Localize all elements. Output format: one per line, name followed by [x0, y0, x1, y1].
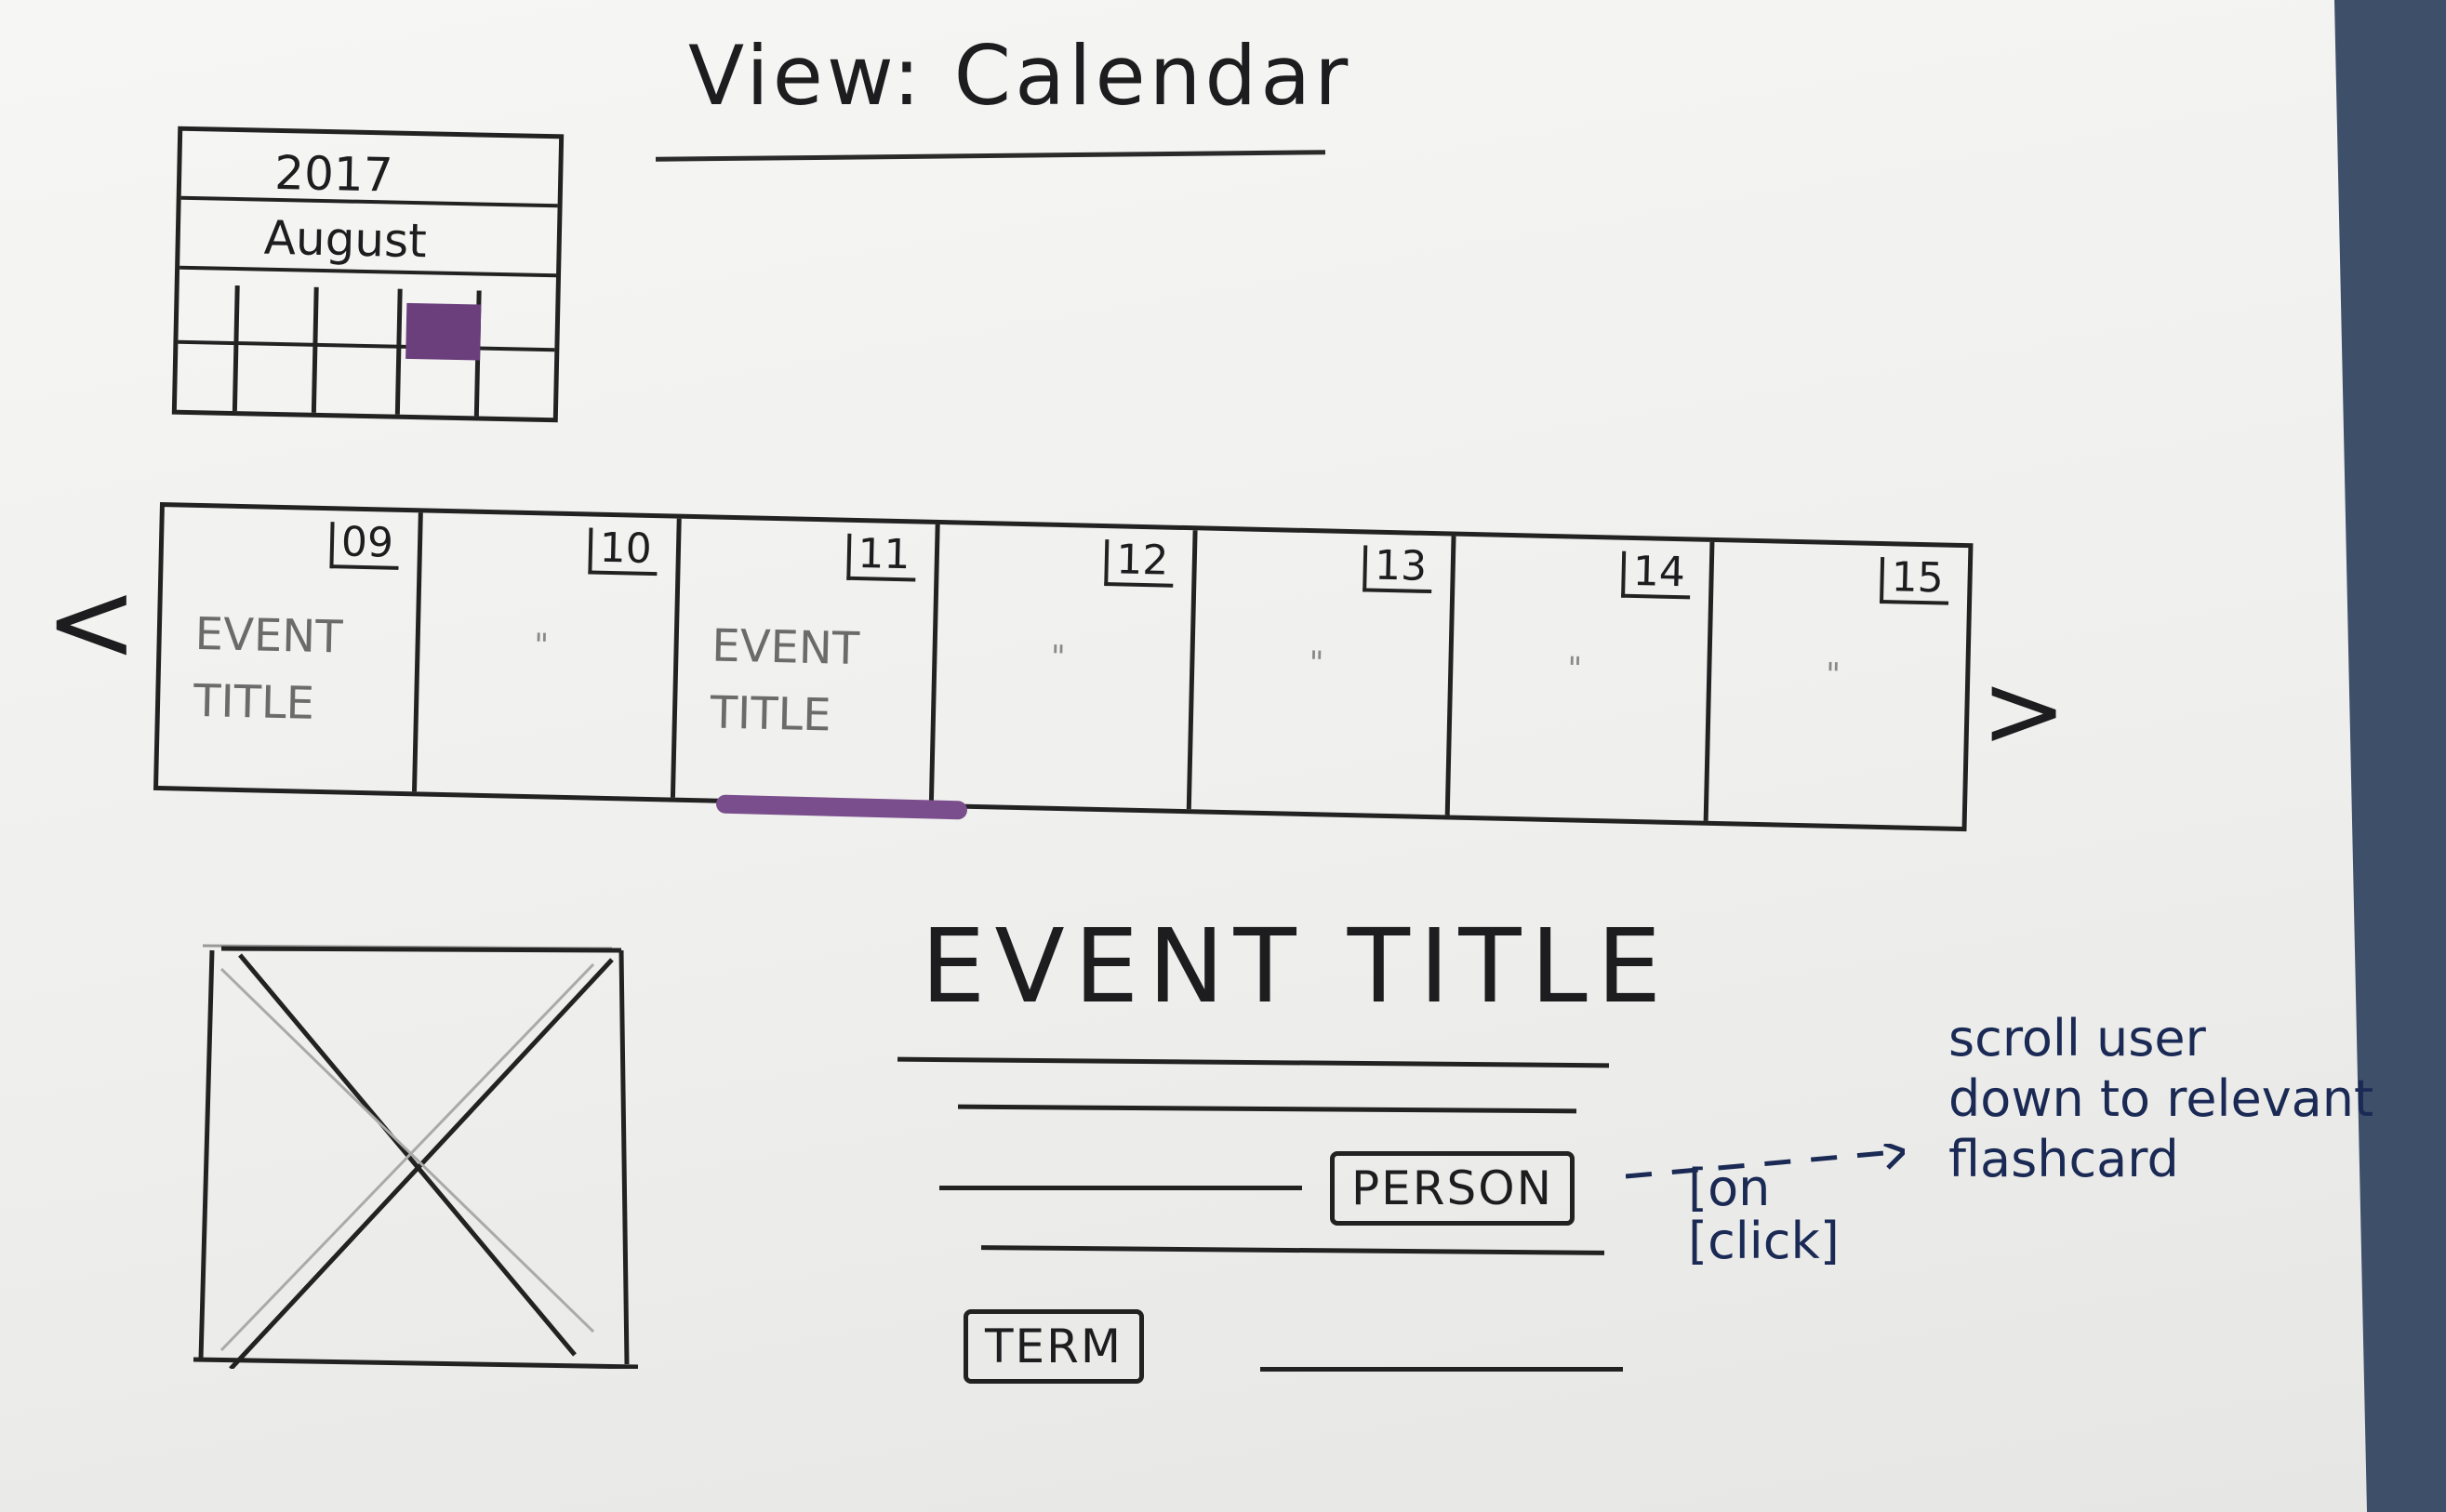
- term-tag-button[interactable]: TERM: [964, 1309, 1145, 1384]
- divider: [179, 265, 557, 278]
- person-tag-button[interactable]: PERSON: [1330, 1151, 1575, 1226]
- day-cell-15[interactable]: 15 ": [1708, 542, 1969, 827]
- day-cell-10[interactable]: 10 ": [416, 512, 682, 798]
- day-cell-11[interactable]: 11 EVENT TITLE: [674, 518, 940, 803]
- prev-week-arrow-icon[interactable]: <: [45, 558, 139, 687]
- week-strip: 09 EVENT TITLE 10 " 11 EVENT TITLE 12 " …: [153, 502, 1974, 832]
- day-cell-12[interactable]: 12 ": [933, 524, 1199, 810]
- mini-calendar-month: August: [263, 210, 428, 269]
- day-event-title: EVENT TITLE: [193, 607, 344, 730]
- mini-calendar-year: 2017: [273, 145, 394, 203]
- next-week-arrow-icon[interactable]: >: [1981, 651, 2067, 770]
- page-title: View: Calendar: [688, 28, 1352, 124]
- dashed-arrow-icon: [1626, 1144, 1905, 1179]
- mini-calendar-selected-day[interactable]: [405, 302, 482, 361]
- text-line: [939, 1186, 1302, 1190]
- scroll-annotation: scroll user down to relevant flashcard: [1948, 1009, 2374, 1188]
- day-cell-09[interactable]: 09 EVENT TITLE: [158, 507, 423, 792]
- day-number: 09: [329, 518, 400, 570]
- divider: [232, 285, 240, 412]
- text-line: [1260, 1367, 1623, 1372]
- day-cell-13[interactable]: 13 ": [1191, 530, 1456, 816]
- divider: [311, 286, 319, 413]
- ditto-mark: ": [1566, 650, 1583, 688]
- day-number: 15: [1880, 553, 1950, 605]
- image-placeholder-icon: [193, 944, 638, 1369]
- ditto-mark: ": [533, 627, 550, 665]
- event-detail-title: EVENT TITLE: [921, 907, 1671, 1026]
- day-number: 11: [845, 530, 916, 582]
- day-cell-14[interactable]: 14 ": [1450, 536, 1715, 821]
- day-number: 14: [1621, 548, 1692, 600]
- day-number: 10: [588, 524, 658, 577]
- paper-background: [0, 0, 2367, 1512]
- day-number: 12: [1104, 536, 1175, 588]
- day-event-title: EVENT TITLE: [710, 619, 860, 742]
- mini-calendar[interactable]: 2017 August: [171, 126, 565, 423]
- day-number: 13: [1363, 542, 1433, 594]
- ditto-mark: ": [1309, 644, 1324, 683]
- ditto-mark: ": [1825, 656, 1841, 695]
- on-click-annotation: [on [click]: [1688, 1159, 1840, 1270]
- divider: [394, 288, 403, 415]
- ditto-mark: ": [1050, 638, 1066, 677]
